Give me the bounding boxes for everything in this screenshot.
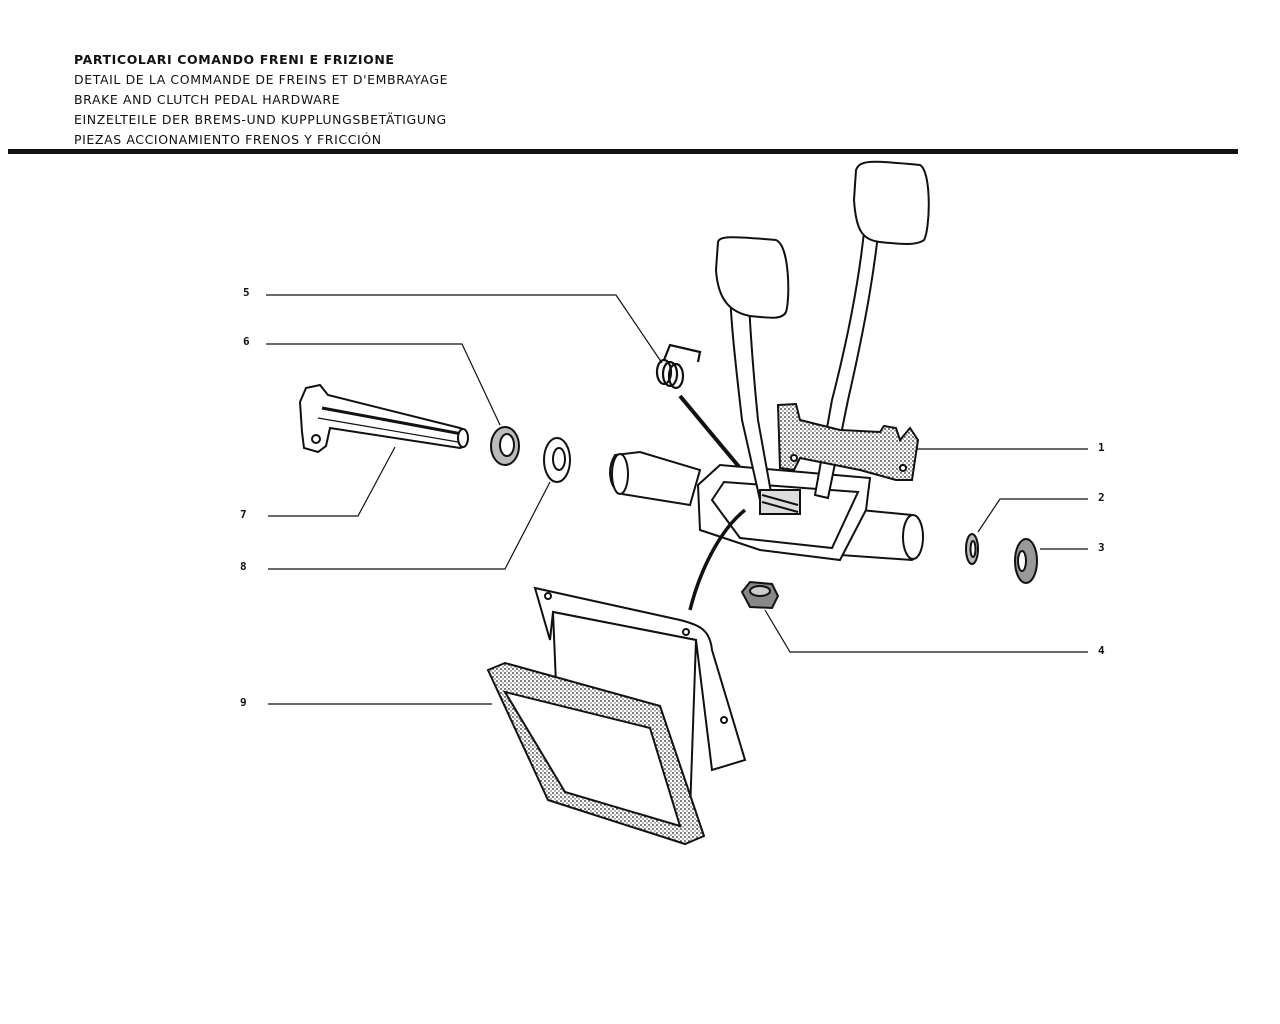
leader-2 bbox=[977, 498, 1088, 533]
title-french: DETAIL DE LA COMMANDE DE FREINS ET D'EMB… bbox=[74, 72, 449, 87]
leader-8 bbox=[268, 481, 551, 570]
leader-4 bbox=[764, 609, 1088, 653]
pivot-pin-part bbox=[298, 383, 469, 454]
leader-lines bbox=[266, 294, 1088, 705]
title-english: BRAKE AND CLUTCH PEDAL HARDWARE bbox=[74, 92, 341, 107]
header-rule bbox=[8, 149, 1238, 154]
callout-8: 8 bbox=[240, 560, 247, 573]
title-block: PARTICOLARI COMANDO FRENI E FRIZIONE DET… bbox=[74, 50, 448, 150]
leader-7 bbox=[268, 446, 396, 517]
washer-2 bbox=[965, 533, 979, 565]
washer-8 bbox=[543, 437, 571, 483]
cap-nut-4 bbox=[740, 580, 780, 610]
connector-line bbox=[688, 508, 747, 611]
title-spanish: PIEZAS ACCIONAMIENTO FRENOS Y FRICCIÓN bbox=[74, 132, 382, 147]
nut-3 bbox=[1014, 538, 1038, 584]
pedal-assembly bbox=[609, 160, 930, 562]
leader-5 bbox=[266, 294, 663, 364]
title-italian: PARTICOLARI COMANDO FRENI E FRIZIONE bbox=[74, 52, 395, 67]
callout-9: 9 bbox=[240, 696, 247, 709]
title-german: EINZELTEILE DER BREMS-UND KUPPLUNGSBETÄT… bbox=[74, 112, 447, 127]
floor-boot bbox=[486, 586, 747, 846]
callout-4: 4 bbox=[1098, 644, 1105, 657]
washer-6 bbox=[490, 426, 520, 466]
callout-7: 7 bbox=[240, 508, 247, 521]
bracket-plate bbox=[776, 402, 920, 481]
callout-5: 5 bbox=[243, 286, 250, 299]
callout-1: 1 bbox=[1098, 441, 1105, 454]
leader-6 bbox=[266, 343, 501, 426]
callout-6: 6 bbox=[243, 335, 250, 348]
callout-2: 2 bbox=[1098, 491, 1105, 504]
callout-3: 3 bbox=[1098, 541, 1105, 554]
